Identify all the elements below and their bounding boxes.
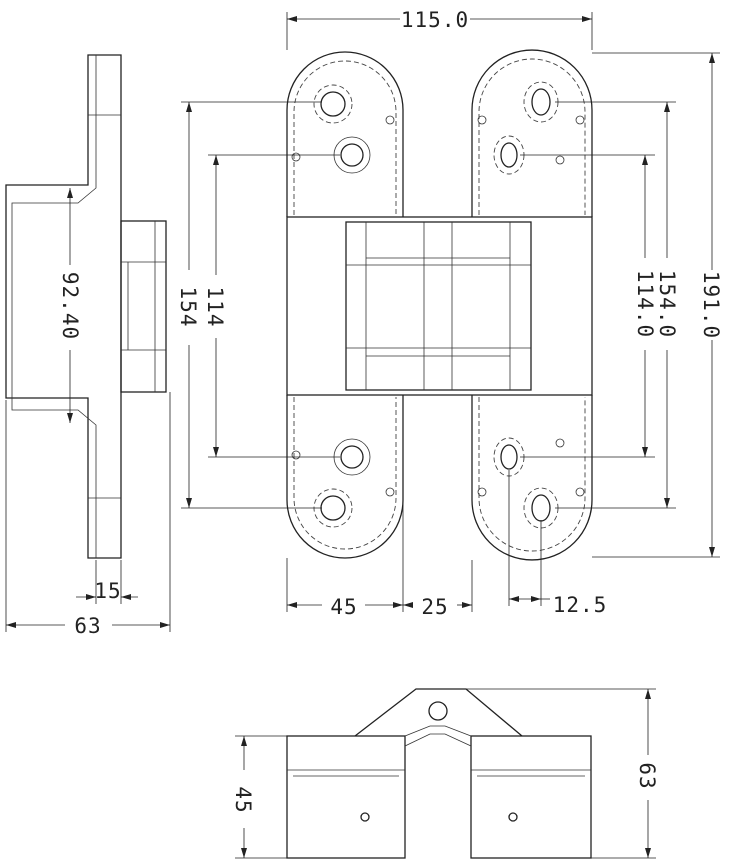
label-flange-depth: 15 bbox=[94, 579, 121, 603]
dim-top-view: 45 63 bbox=[231, 688, 659, 859]
dim-hole-spacing-left: 154 114 bbox=[176, 101, 340, 509]
side-view bbox=[5, 54, 167, 559]
dim-leaf-widths: 45 25 12.5 bbox=[286, 400, 608, 619]
label-side-total-depth: 63 bbox=[74, 614, 101, 638]
label-side-body-height: 92.40 bbox=[58, 272, 82, 340]
label-outer-spacing-right: 154.0 bbox=[655, 270, 679, 338]
dim-side-body-height: 92.40 bbox=[58, 188, 82, 423]
label-top-view-open-height: 63 bbox=[635, 762, 659, 789]
label-inner-spacing-left: 114 bbox=[203, 287, 227, 328]
dim-hole-spacing-right: 154.0 114.0 bbox=[520, 101, 679, 509]
label-overall-width: 115.0 bbox=[401, 8, 469, 32]
label-gap: 25 bbox=[421, 595, 448, 619]
dim-side-depth: 15 63 bbox=[5, 392, 171, 638]
dim-overall-height: 191.0 bbox=[592, 52, 723, 558]
label-leaf-width: 45 bbox=[330, 595, 357, 619]
label-hole-offset: 12.5 bbox=[553, 593, 608, 617]
label-overall-height: 191.0 bbox=[699, 271, 723, 339]
label-top-view-height: 45 bbox=[231, 786, 255, 813]
label-outer-spacing-left: 154 bbox=[176, 287, 200, 328]
dim-overall-width: 115.0 bbox=[286, 8, 593, 50]
label-inner-spacing-right: 114.0 bbox=[633, 270, 657, 338]
top-view bbox=[286, 688, 592, 859]
front-view bbox=[286, 49, 593, 561]
